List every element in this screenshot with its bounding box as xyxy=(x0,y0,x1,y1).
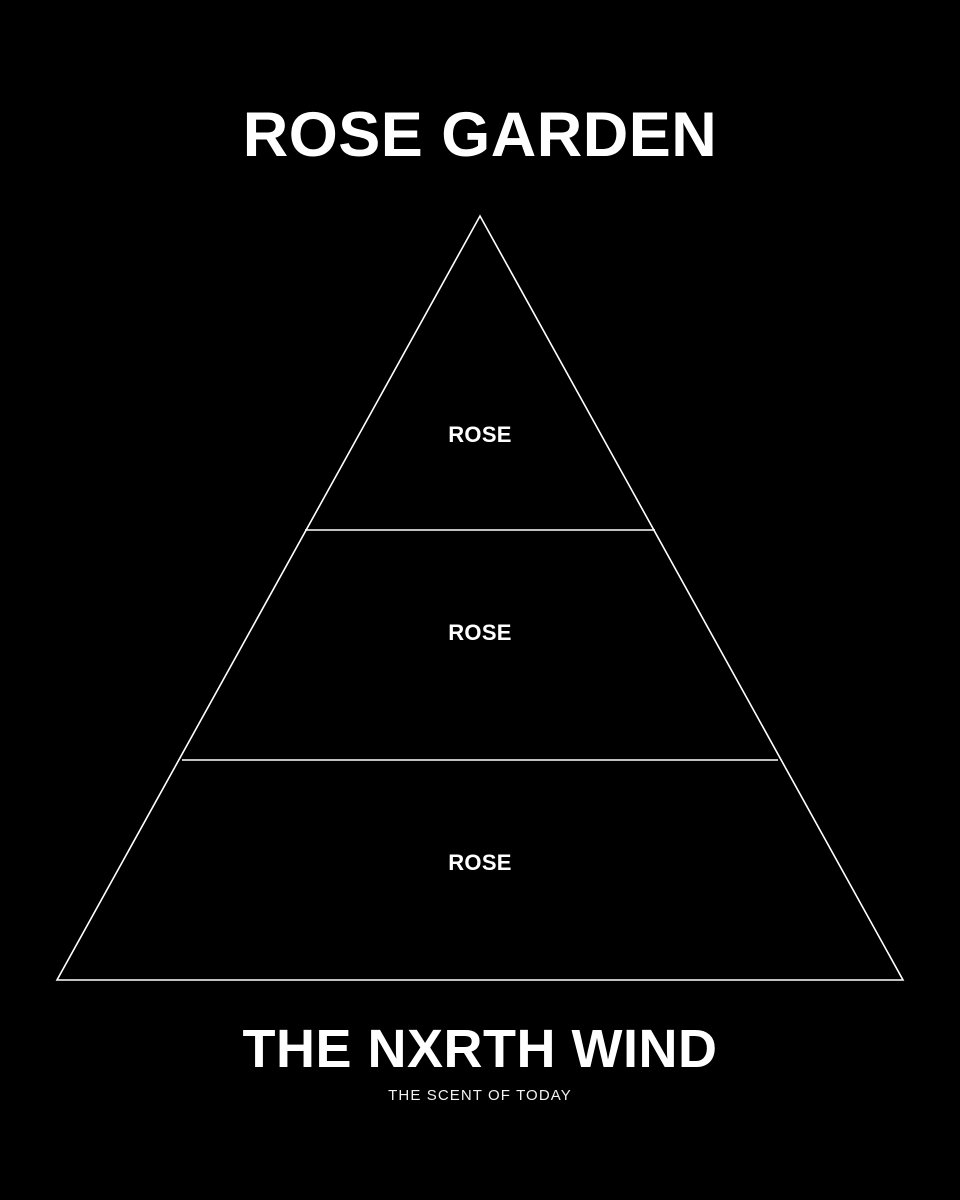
pyramid-tier-label-base: ROSE xyxy=(448,850,512,875)
brand-lockup: THE NXRTH WIND THE SCENT OF TODAY xyxy=(0,1022,960,1103)
brand-tagline: THE SCENT OF TODAY xyxy=(388,1087,572,1104)
brand-name: THE NXRTH WIND xyxy=(242,1019,718,1079)
pyramid-outline-shape xyxy=(55,214,905,981)
pyramid-tier-label-top: ROSE xyxy=(448,422,512,447)
pyramid-tier-label-middle: ROSE xyxy=(448,620,512,645)
page-title: ROSE GARDEN xyxy=(242,100,718,170)
